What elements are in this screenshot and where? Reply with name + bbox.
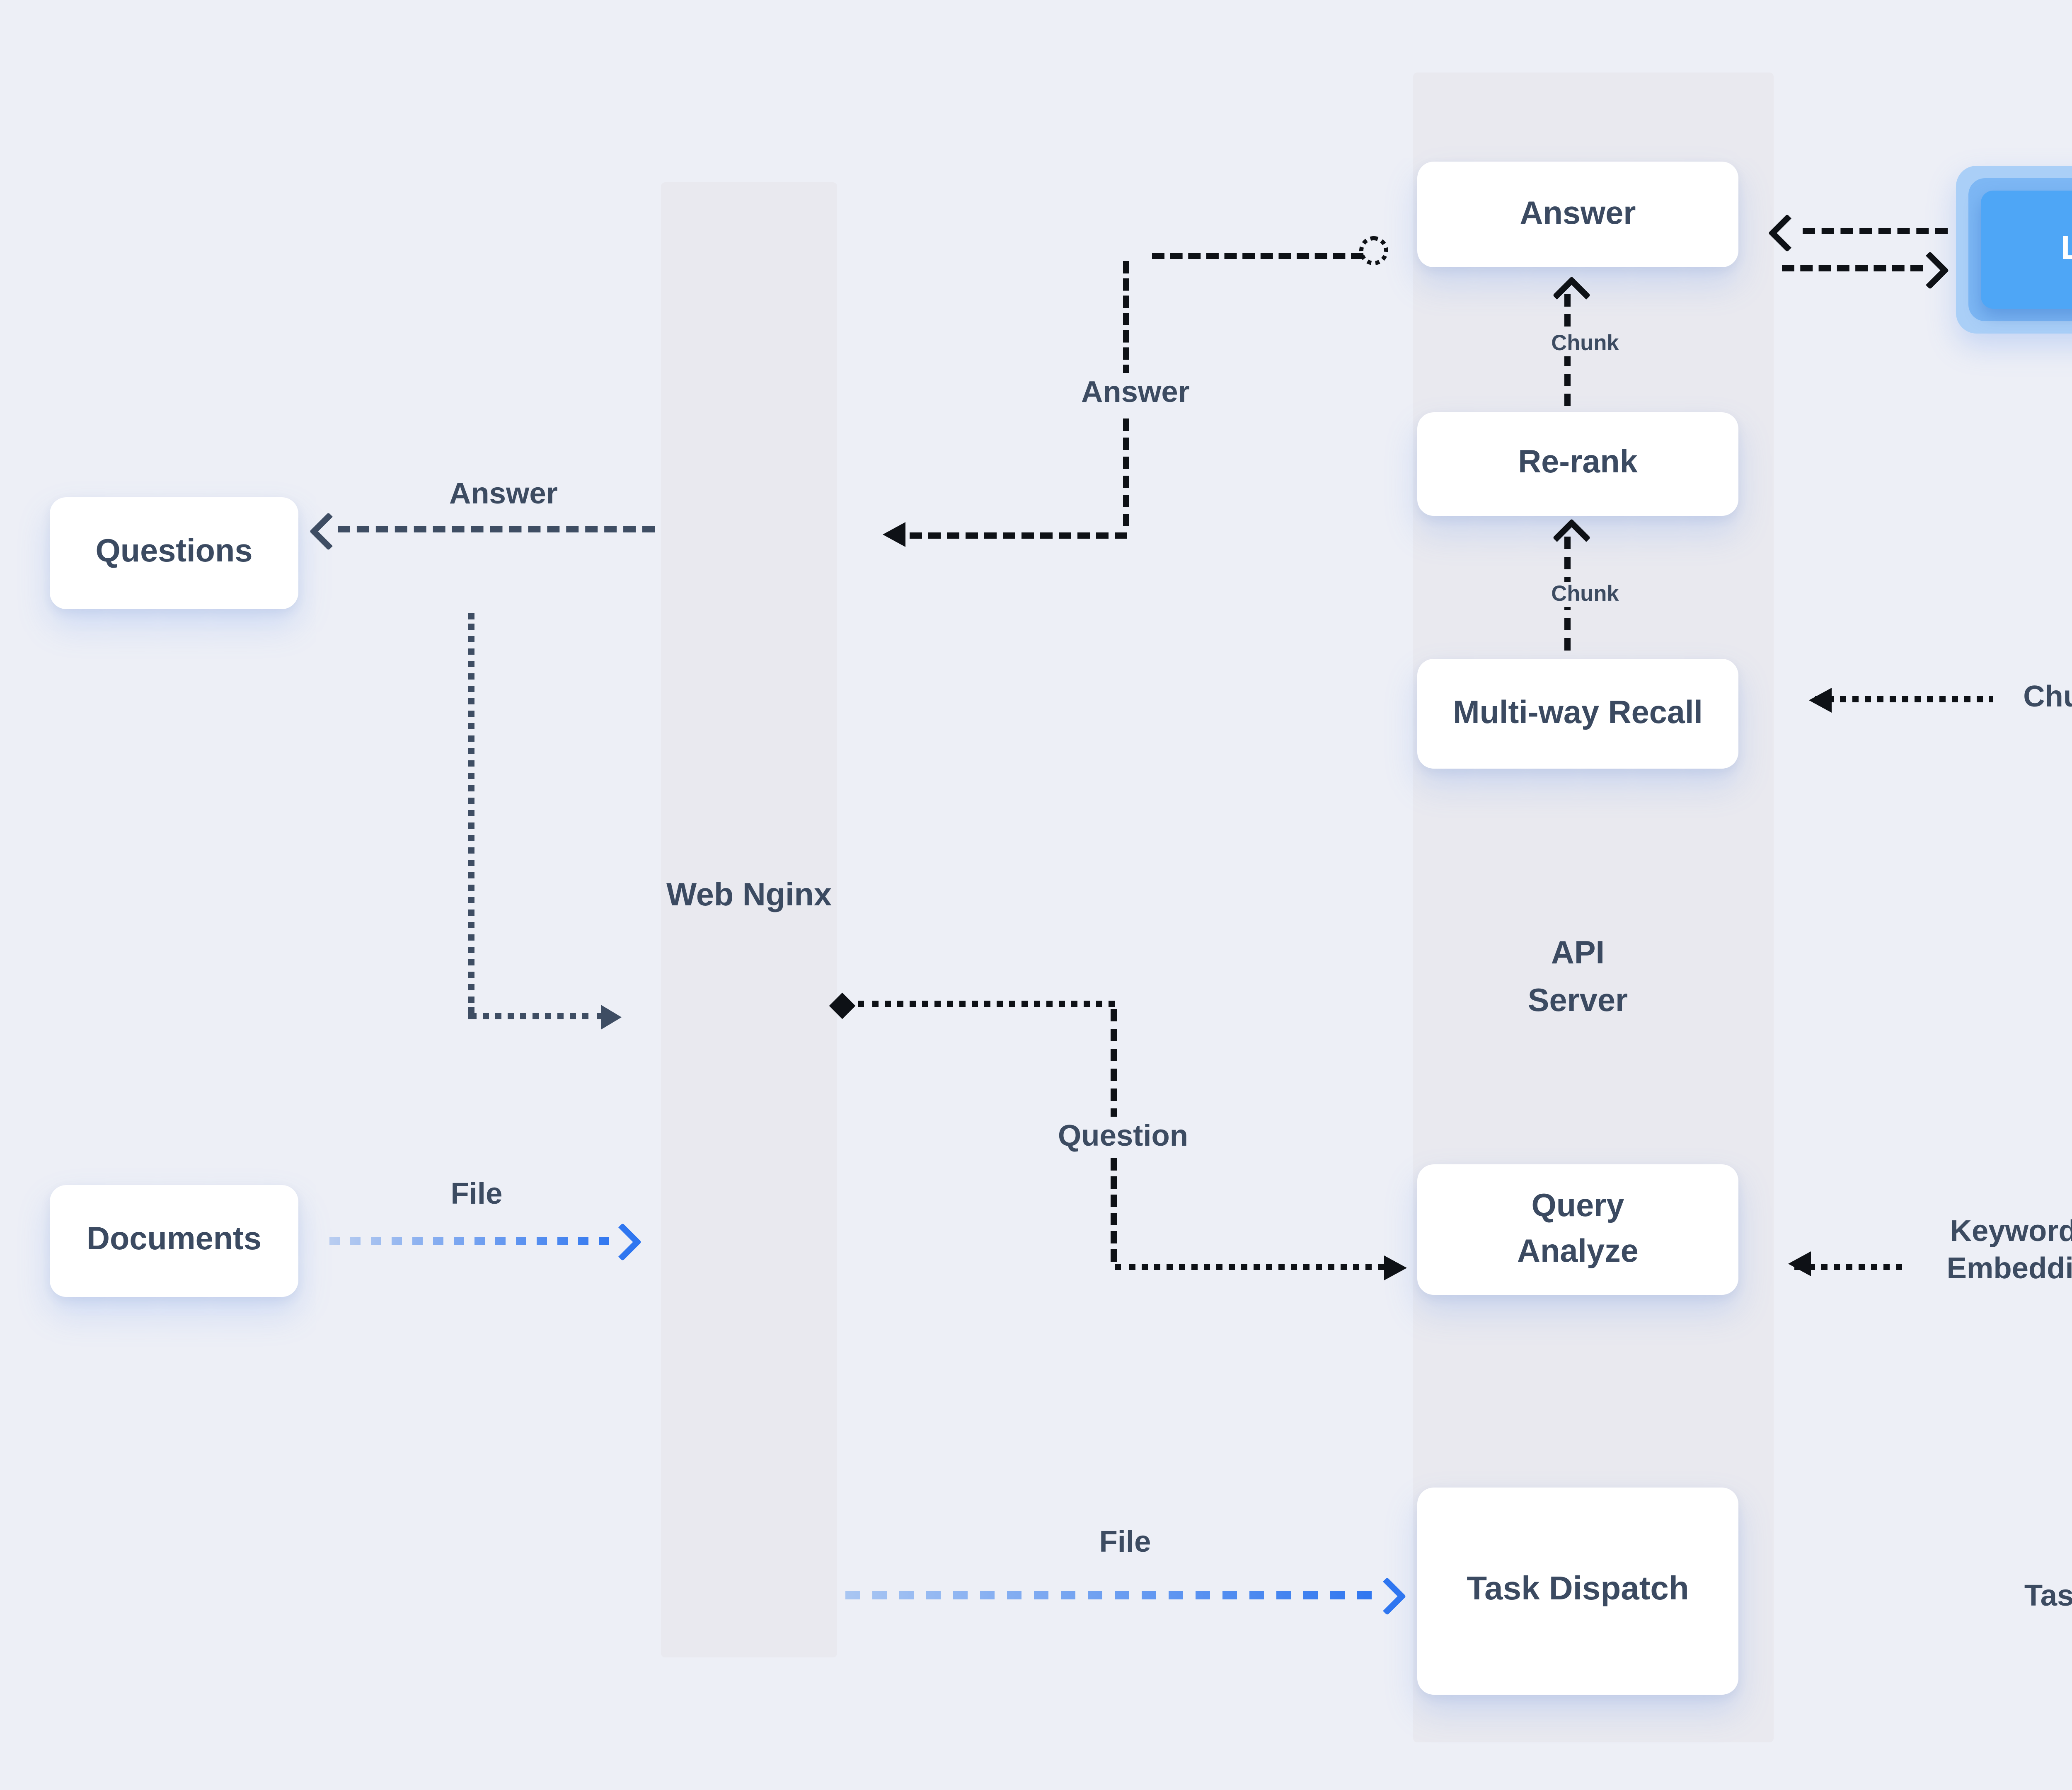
edge-file-upload — [329, 1237, 615, 1245]
arrowhead-right-icon — [601, 1005, 634, 1030]
node-answer: Answer — [1417, 162, 1738, 267]
api-server-title-text: API Server — [1527, 936, 1628, 1019]
arrowhead-right-icon — [1368, 1577, 1406, 1616]
arrowhead-left-icon — [1776, 1251, 1811, 1276]
node-questions: Questions — [50, 497, 298, 609]
line-start-circle-icon — [1359, 236, 1388, 265]
edge-label-file-dispatch: File — [1099, 1527, 1151, 1560]
edge-label-tasks: Tasks — [1995, 1577, 2072, 1618]
llms-label: LLMs — [1981, 191, 2072, 309]
edge-answer-mid-h1 — [1152, 253, 1363, 259]
edge-llms-top — [1803, 228, 1948, 234]
edge-answer-mid-v1 — [1123, 261, 1129, 377]
web-nginx-title: Web Nginx — [666, 878, 832, 914]
edge-label-question: Question — [1028, 1117, 1218, 1158]
node-documents: Documents — [50, 1185, 298, 1297]
arrowhead-left-icon — [1796, 688, 1832, 713]
edge-label-file-upload: File — [450, 1179, 503, 1212]
edge-answer-mid-v2 — [1123, 418, 1129, 526]
node-task-dispatch: Task Dispatch — [1417, 1488, 1738, 1695]
edge-questions-to-nginx-h — [468, 1013, 605, 1019]
edge-question-v2 — [1111, 1158, 1117, 1262]
node-multiway-recall: Multi-way Recall — [1417, 659, 1738, 769]
edge-answer-mid-h2 — [891, 532, 1127, 539]
arrowhead-right-icon — [1384, 1255, 1419, 1280]
arrowhead-right-icon — [1911, 251, 1949, 290]
edge-llms-bottom — [1782, 265, 1923, 271]
node-llms: LLMs — [1956, 166, 2072, 334]
edge-question-h1 — [858, 1001, 1115, 1007]
llms-mid-layer: LLMs — [1968, 178, 2072, 321]
arrowhead-right-icon — [603, 1223, 642, 1261]
arrowhead-left-icon — [309, 512, 348, 551]
edge-label-answer-left: Answer — [449, 479, 558, 512]
arrowhead-left-icon — [870, 522, 905, 547]
edge-label-chunk-answer: Chunk — [1527, 331, 1643, 356]
edge-label-chunk-recall: Chunk — [1993, 677, 2072, 719]
edge-label-chunk-rerank: Chunk — [1527, 582, 1643, 607]
query-analyze-text: Query Analyze — [1517, 1188, 1639, 1269]
node-rerank: Re-rank — [1417, 412, 1738, 516]
edge-label-keyword-embedding: Keyword & Embedding — [1902, 1212, 2072, 1291]
edge-file-dispatch — [845, 1591, 1380, 1599]
node-query-analyze: Query Analyze — [1417, 1164, 1738, 1295]
edge-question-v1 — [1111, 1009, 1117, 1121]
arrowhead-left-icon — [1768, 214, 1806, 252]
api-server-title: API Server — [1417, 930, 1738, 1026]
web-nginx-column — [661, 182, 837, 1657]
edge-label-answer-mid: Answer — [1044, 373, 1227, 414]
edge-questions-to-nginx-v — [468, 613, 474, 1013]
edge-answer-to-questions — [338, 526, 655, 532]
edge-question-h2 — [1115, 1264, 1384, 1270]
